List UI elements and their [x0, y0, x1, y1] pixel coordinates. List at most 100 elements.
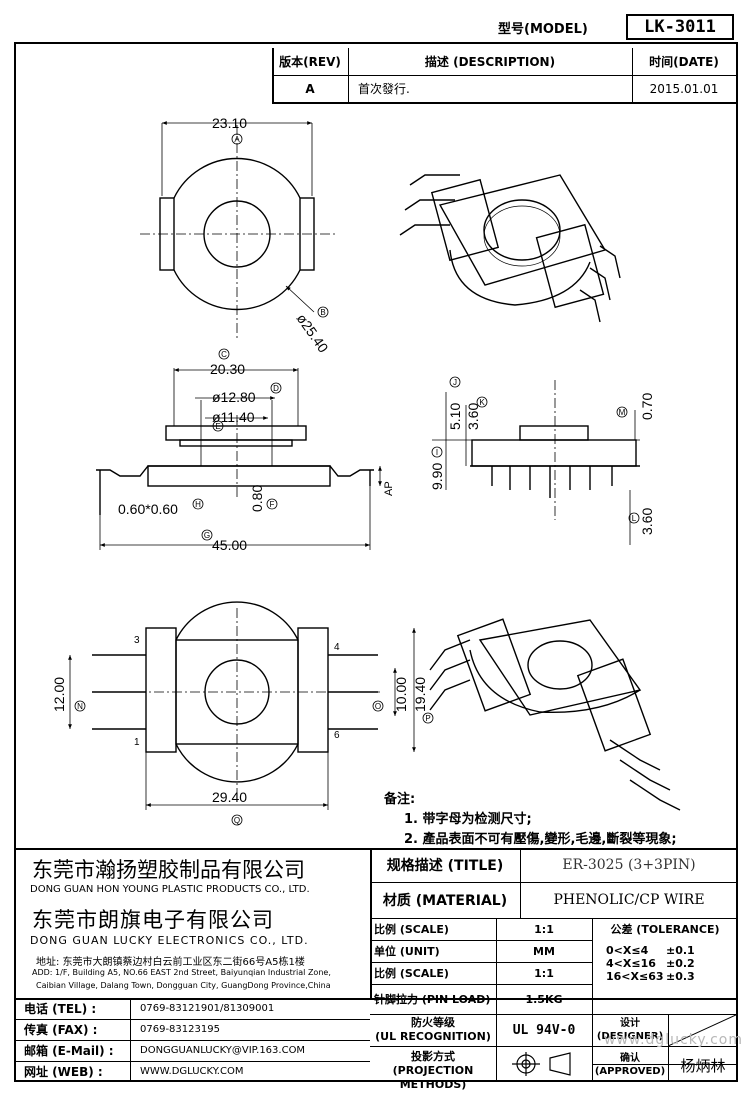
company-name-1-cn: 东莞市瀚扬塑胶制品有限公司 — [32, 858, 305, 882]
material-value: PHENOLIC/CP WIRE — [553, 892, 705, 908]
dim-d: ø12.80 — [212, 389, 256, 405]
svg-text:H: H — [195, 500, 201, 509]
side-view — [96, 368, 382, 550]
marker-l: L — [628, 512, 640, 524]
svg-text:L: L — [632, 514, 637, 523]
svg-text:A: A — [234, 135, 240, 144]
watermark: www.dglucky.com — [604, 1032, 743, 1048]
marker-j: J — [449, 376, 461, 388]
marker-g: G — [201, 529, 213, 541]
marker-n: N — [74, 700, 86, 712]
company-name-2-cn: 东莞市朗旗电子有限公司 — [32, 908, 274, 932]
dim-e: ø11.40 — [212, 409, 255, 425]
projection-label: 投影方式 (PROJECTION METHODS) — [392, 1050, 474, 1091]
contact-web-value: WWW.DGLUCKY.COM — [140, 1066, 244, 1077]
marker-e: E — [212, 420, 224, 432]
svg-text:F: F — [270, 500, 275, 509]
top-view — [140, 121, 335, 340]
marker-q: Q — [231, 814, 243, 826]
marker-i: I — [431, 446, 443, 458]
title-label: 规格描述 (TITLE) — [386, 858, 504, 874]
pin-load-label: 针脚拉力 (PIN LOAD) — [374, 993, 491, 1006]
scale-label: 比例 (SCALE) — [374, 923, 449, 936]
drawing-frame — [14, 42, 738, 1082]
svg-text:E: E — [215, 422, 220, 431]
svg-text:C: C — [221, 350, 227, 359]
tolerance-label: 公差 (TOLERANCE) — [610, 923, 720, 936]
approved-value: 杨炳林 — [680, 1056, 726, 1075]
company-address-cn: 地址: 东莞市大朗镇蔡边村白云前工业区东二街66号A5栋1楼 — [36, 957, 305, 968]
model-value: LK-3011 — [644, 17, 716, 37]
marker-m: M — [616, 406, 628, 418]
marker-c: C — [218, 348, 230, 360]
marker-d: D — [270, 382, 282, 394]
bottom-view — [68, 601, 416, 810]
dim-ap: AP — [383, 481, 395, 496]
svg-text:I: I — [436, 448, 438, 457]
company-address-en-1: ADD: 1/F, Building A5, NO.66 EAST 2nd St… — [32, 968, 331, 977]
desc-header: 描述 (DESCRIPTION) — [424, 55, 556, 69]
ul-label: 防火等级 (UL RECOGNITION) — [375, 1016, 491, 1043]
company-name-2-en: DONG GUAN LUCKY ELECTRONICS CO., LTD. — [30, 934, 309, 947]
tolerance-row-1: 0<X≤4±0.1 — [606, 944, 695, 957]
dim-q: 29.40 — [212, 789, 247, 805]
note-2: 2. 產品表面不可有壓傷,變形,毛邊,斷裂等現象; — [404, 832, 677, 847]
contact-tel-label: 电话 (TEL) : — [24, 1002, 97, 1016]
tolerance-list: 0<X≤4±0.1 4<X≤16±0.2 16<X≤63±0.3 — [606, 944, 695, 983]
scale-value: 1:1 — [534, 922, 554, 936]
contact-web-label: 网址 (WEB) : — [24, 1065, 103, 1079]
company-address-en-2: Caibian Village, Dalang Town, Dongguan C… — [36, 981, 331, 990]
pin-3-label: 3 — [134, 635, 140, 646]
title-value: ER-3025 (3+3PIN) — [562, 857, 696, 873]
svg-text:D: D — [273, 384, 279, 393]
marker-b: B — [317, 306, 329, 318]
dim-p: 19.40 — [412, 677, 428, 712]
desc-value: 首次發行. — [358, 82, 410, 96]
svg-text:Q: Q — [234, 816, 240, 825]
material-label: 材质 (MATERIAL) — [382, 893, 508, 909]
contact-tel-value: 0769-83121901/81309001 — [140, 1003, 275, 1014]
marker-f: F — [266, 498, 278, 510]
dim-m: 0.70 — [639, 393, 655, 420]
dim-n: 12.00 — [51, 677, 67, 712]
pin-6-label: 6 — [334, 730, 340, 741]
unit-label: 单位 (UNIT) — [374, 945, 440, 958]
title-block — [14, 848, 738, 1084]
svg-text:G: G — [204, 531, 210, 540]
svg-text:P: P — [425, 714, 430, 723]
dim-l: 3.60 — [639, 508, 655, 535]
notes-title: 备注: — [384, 792, 416, 807]
revision-table — [272, 48, 738, 104]
note-1: 1. 带字母为检测尺寸; — [404, 812, 532, 827]
dim-i: 9.90 — [429, 463, 445, 490]
pin-4-label: 4 — [334, 642, 340, 653]
svg-text:N: N — [77, 702, 83, 711]
pin-1-label: 1 — [134, 737, 140, 748]
svg-text:K: K — [479, 398, 485, 407]
dim-b: ø25.40 — [294, 311, 332, 356]
tolerance-row-2: 4<X≤16±0.2 — [606, 957, 695, 970]
dim-h: 0.60*0.60 — [118, 501, 178, 517]
designer-label: 设计 (DESIGNER) — [596, 1018, 664, 1042]
dim-k: 3.60 — [465, 403, 481, 430]
iso-view-bottom — [429, 618, 681, 811]
svg-text:O: O — [375, 702, 381, 711]
pin-load-value: 1.5KG — [525, 992, 563, 1006]
unit-value: MM — [533, 944, 555, 958]
model-label: 型号(MODEL) — [498, 22, 588, 37]
ul-value: UL 94V-0 — [512, 1022, 576, 1038]
svg-text:M: M — [619, 408, 626, 417]
model-value-box: LK-3011 — [626, 14, 734, 40]
rev-value: A — [305, 81, 315, 96]
date-value: 2015.01.01 — [649, 81, 719, 96]
svg-text:B: B — [320, 308, 325, 317]
contacts-table: 电话 (TEL) : 0769-83121901/81309001 传真 (FA… — [14, 998, 370, 1082]
marker-h: H — [192, 498, 204, 510]
dim-o: 10.00 — [393, 677, 409, 712]
spec-table — [370, 918, 738, 1082]
contact-fax-label: 传真 (FAX) : — [24, 1023, 98, 1037]
contact-email-value: DONGGUANLUCKY@VIP.163.COM — [140, 1045, 306, 1056]
designer-slash — [668, 1014, 738, 1046]
dim-j: 5.10 — [447, 403, 463, 430]
marker-a: A — [231, 133, 243, 145]
